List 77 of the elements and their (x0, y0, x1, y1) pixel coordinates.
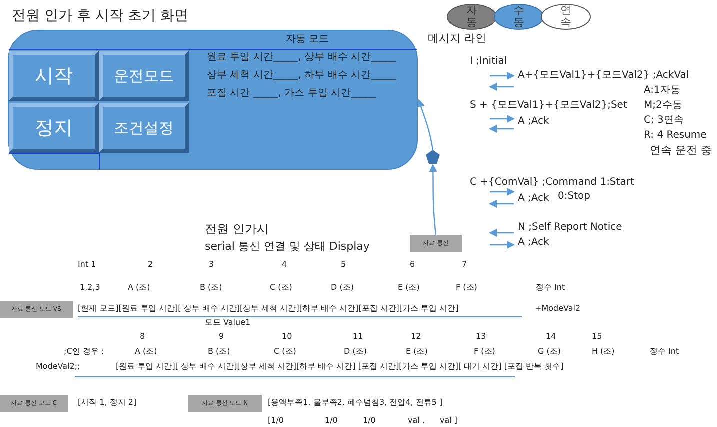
packet-note: 모드 Value1 (205, 318, 251, 328)
menu-button: 시작 (9, 51, 99, 101)
field-label: 상부 세척 시간_____, 하부 배수 시간_____ (207, 70, 396, 82)
message-text: A+{모드Val1}+{모드Val2} ;AckVal (518, 70, 690, 82)
index-number: 8 (140, 332, 146, 342)
field-unit: F (조) (474, 347, 496, 356)
mode-indicator: 자동 (447, 4, 497, 30)
field-label: 원료 투입 시간_____, 상부 배수 시간_____ (207, 52, 396, 64)
arrow (429, 164, 438, 236)
field-unit: E (조) (406, 347, 428, 356)
title: 전원 인가 후 시작 초기 화면 (12, 8, 188, 24)
field-unit: C (조) (274, 347, 296, 356)
index-number: 5 (341, 260, 346, 270)
field-unit: B (조) (208, 347, 230, 356)
mode-code: R: 4 Resume (644, 130, 707, 142)
message-text: S + {모드Val1}+{모드Val2};Set (470, 100, 628, 112)
message-text: A ;Ack (518, 237, 550, 248)
index-number: 9 (219, 332, 224, 342)
screen-panel (8, 30, 418, 170)
field-unit: C (조) (270, 283, 292, 292)
message-text: C +{ComVal} ;Command 1:Start (470, 177, 634, 188)
note-text: 전원 인가시 (205, 223, 269, 237)
mode-indicator: 연속 (541, 4, 591, 30)
field-value: val ] (440, 416, 458, 426)
packet-format: [시작 1, 정지 2] (78, 398, 137, 408)
packet-note: ;C인 경우 ; (64, 347, 104, 356)
packet-format: [현재 모드][원료 투입 시간][ 상부 배수 시간][상부 세척 시간][하부 배수 시간][포집 시간][가스 투입 시간] (78, 304, 459, 314)
note-text: serial 통신 연결 및 상태 Display (205, 241, 370, 254)
index-number: 7 (462, 260, 468, 270)
message-text: I ;Initial (470, 56, 508, 68)
field-unit: E (조) (398, 283, 420, 292)
message-text: A ;Ack (518, 193, 550, 204)
field-unit: 1,2,3 (80, 283, 100, 292)
field-unit: F (조) (456, 283, 478, 292)
index-number: 12 (411, 332, 422, 342)
mode-heading: 자동 모드 (286, 34, 330, 46)
mode-code: M;2수동 (644, 100, 682, 112)
field-value: val , (408, 416, 425, 426)
packet-format: [원료 투입 시간][ 상부 배수 시간][상부 세척 시간][하부 배수 시간] [포집 시간][가스 투입 시간][ 대기 시간] [포집 반복 횟수] (116, 362, 564, 372)
field-value: 1/0 (325, 416, 338, 426)
arrow (417, 99, 434, 150)
packet-note: +ModeVal2 (535, 304, 581, 314)
packet-note: ModeVal2;; (36, 362, 80, 372)
index-number: Int 1 (78, 260, 96, 270)
menu-button: 조건설정 (99, 103, 189, 153)
index-number: 2 (148, 260, 154, 270)
mode-indicator: 수동 (494, 4, 544, 30)
field-unit: G (조) (538, 347, 561, 356)
index-number: 4 (282, 260, 288, 270)
index-number: 15 (592, 332, 602, 342)
type-note: 정수 Int (650, 347, 680, 356)
connector-pentagon (426, 150, 440, 164)
message-text: 0:Stop (558, 191, 590, 202)
index-number: 3 (209, 260, 214, 270)
menu-button: 정지 (9, 103, 99, 153)
index-number: 10 (282, 332, 292, 342)
field-value: [1/0 (268, 416, 284, 426)
menu-button: 운전모드 (99, 51, 189, 101)
field-unit: H (조) (592, 347, 615, 356)
message-text: A ;Ack (518, 116, 550, 128)
field-unit: D (조) (344, 347, 367, 356)
index-number: 13 (476, 332, 486, 342)
field-value: 1/0 (363, 416, 376, 426)
index-number: 6 (410, 260, 416, 270)
field-unit: A (조) (135, 347, 158, 356)
mode-code: A:1자동 (644, 85, 680, 96)
index-number: 14 (546, 332, 556, 342)
field-label: 포집 시간 _____, 가스 투입 시간_____ (207, 88, 376, 100)
type-note: 정수 Int (536, 283, 566, 292)
index-number: 11 (353, 332, 364, 342)
mode-code: C; 3연속 (644, 115, 684, 126)
section-label: 메시지 라인 (428, 33, 486, 46)
field-unit: B (조) (200, 283, 222, 292)
field-unit: A (조) (128, 283, 150, 292)
message-text: N ;Self Report Notice (518, 222, 622, 234)
field-unit: D (조) (331, 283, 354, 292)
mode-code: 연속 운전 중 (650, 145, 712, 158)
